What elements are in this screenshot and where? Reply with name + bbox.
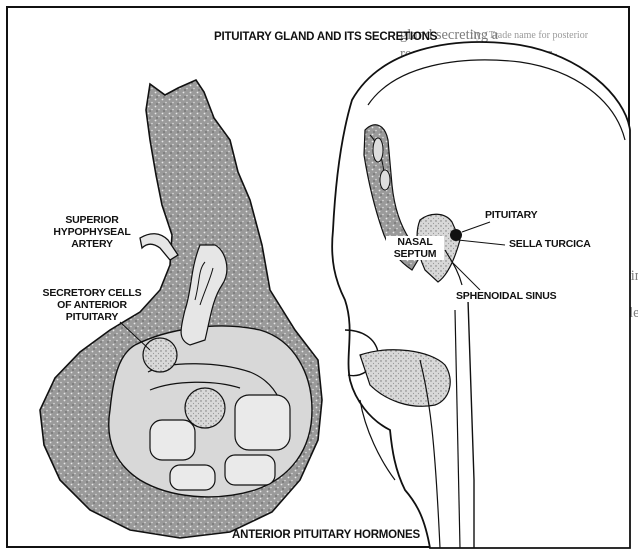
label-sphenoidal-sinus: SPHENOIDAL SINUS (455, 290, 557, 302)
label-nasal-septum: NASAL SEPTUM (386, 236, 444, 260)
figure-title: PITUITARY GLAND AND ITS SECRETIONS (214, 31, 437, 43)
label-superior-hypophyseal-artery: SUPERIOR HYPOPHYSEAL ARTERY (44, 214, 140, 250)
pituitary-marker (450, 229, 462, 241)
label-secretory-cells: SECRETORY CELLS OF ANTERIOR PITUITARY (40, 287, 144, 323)
secretory-cell-cluster (185, 388, 225, 428)
label-sella-turcica: SELLA TURCICA (508, 238, 592, 250)
figure-caption: ANTERIOR PITUITARY HORMONES (232, 529, 420, 541)
label-pituitary: PITUITARY (484, 209, 538, 221)
secretory-cell-cluster (143, 338, 177, 372)
